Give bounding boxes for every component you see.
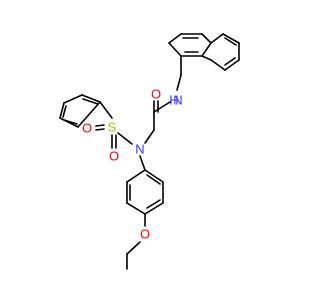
ethoxy-group: O (126, 213, 150, 270)
amide-nitrogen-h-label: H (169, 93, 178, 108)
sulfonyl-oxygen-label: O (82, 121, 92, 136)
amide-nitrogen-label: N (173, 93, 182, 108)
ethoxyphenyl-ring (126, 155, 164, 215)
sulfur-label: S (108, 120, 117, 135)
naphthalene-ring-system (168, 33, 240, 76)
molecule-structure-drawing: H N O N S O O (59, 33, 240, 270)
molecule-structure-canvas: H N O N S O O (59, 33, 240, 270)
sulfonyl-group: S O O (82, 120, 133, 164)
carbonyl-group: O (151, 87, 171, 113)
amide-oxygen-label: O (151, 87, 161, 102)
ether-oxygen-label: O (140, 227, 150, 242)
sulfonamide-nitrogen-label: N (135, 142, 144, 157)
sulfonyl-oxygen-label: O (109, 149, 119, 164)
methylene-bridge: N (135, 111, 155, 157)
amide-nh-group: H N (169, 74, 183, 108)
phenyl-ring (59, 94, 113, 128)
